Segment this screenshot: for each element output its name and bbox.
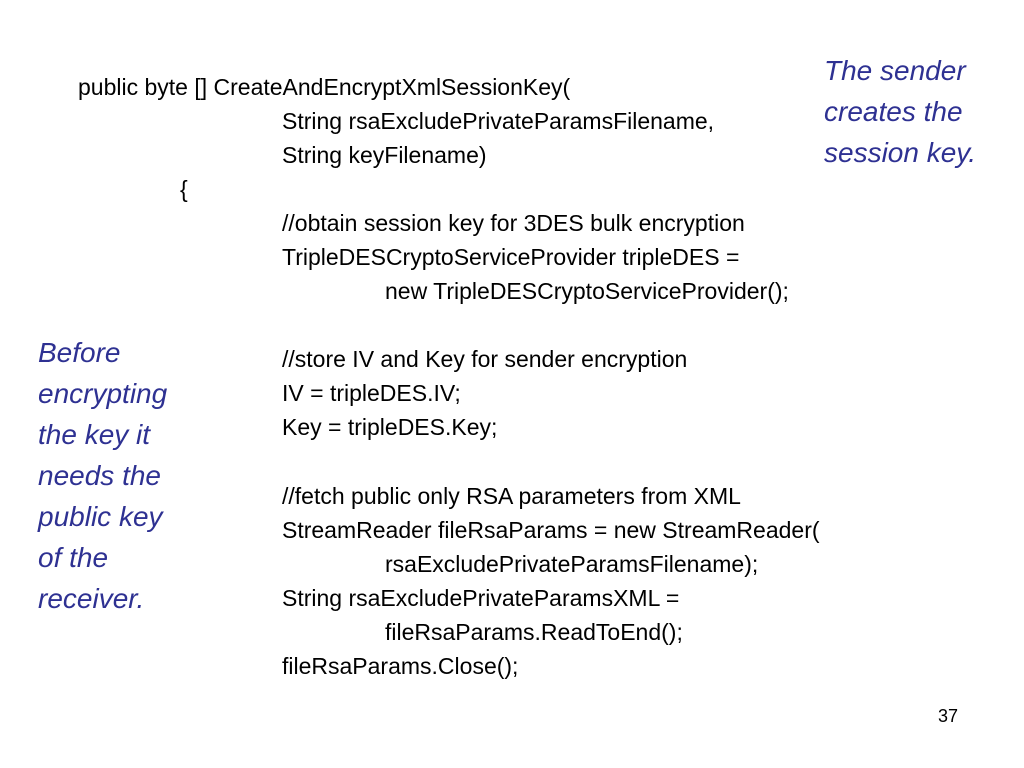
code-line-comment-session-key: //obtain session key for 3DES bulk encry… bbox=[282, 210, 745, 236]
receiver-note-line: encrypting bbox=[38, 378, 168, 409]
code-line-param-rsa-filename: String rsaExcludePrivateParamsFilename, bbox=[282, 108, 715, 134]
sender-note-line: creates the bbox=[824, 96, 963, 127]
code-line-method-signature: public byte [] CreateAndEncryptXmlSessio… bbox=[78, 74, 571, 100]
code-line-key-assign: Key = tripleDES.Key; bbox=[282, 414, 498, 440]
code-line-param-key-filename: String keyFilename) bbox=[282, 142, 487, 168]
receiver-note-line: needs the bbox=[38, 460, 161, 491]
code-line-close: fileRsaParams.Close(); bbox=[282, 653, 519, 679]
code-line-open-brace: { bbox=[180, 176, 188, 202]
code-line-iv-assign: IV = tripleDES.IV; bbox=[282, 380, 461, 406]
sender-note-line: The sender bbox=[824, 55, 966, 86]
receiver-note-line: the key it bbox=[38, 419, 151, 450]
code-line-streamreader-arg: rsaExcludePrivateParamsFilename); bbox=[385, 551, 759, 577]
receiver-note-line: of the bbox=[38, 542, 109, 573]
receiver-note-line: receiver. bbox=[38, 583, 145, 614]
code-line-xml-string-declaration: String rsaExcludePrivateParamsXML = bbox=[282, 585, 680, 611]
receiver-note-line: Before bbox=[38, 337, 121, 368]
sender-note: The sender creates the session key. bbox=[824, 50, 976, 173]
code-line-read-to-end: fileRsaParams.ReadToEnd(); bbox=[385, 619, 683, 645]
receiver-note-line: public key bbox=[38, 501, 163, 532]
page-number: 37 bbox=[938, 706, 959, 726]
code-line-tripledes-declaration: TripleDESCryptoServiceProvider tripleDES… bbox=[282, 244, 740, 270]
code-line-comment-fetch-rsa: //fetch public only RSA parameters from … bbox=[282, 483, 741, 509]
code-line-tripledes-new: new TripleDESCryptoServiceProvider(); bbox=[385, 278, 789, 304]
code-line-streamreader-declaration: StreamReader fileRsaParams = new StreamR… bbox=[282, 517, 820, 543]
code-line-comment-store-iv-key: //store IV and Key for sender encryption bbox=[282, 346, 688, 372]
receiver-note: Before encrypting the key it needs the p… bbox=[38, 332, 167, 619]
sender-note-line: session key. bbox=[824, 137, 976, 168]
